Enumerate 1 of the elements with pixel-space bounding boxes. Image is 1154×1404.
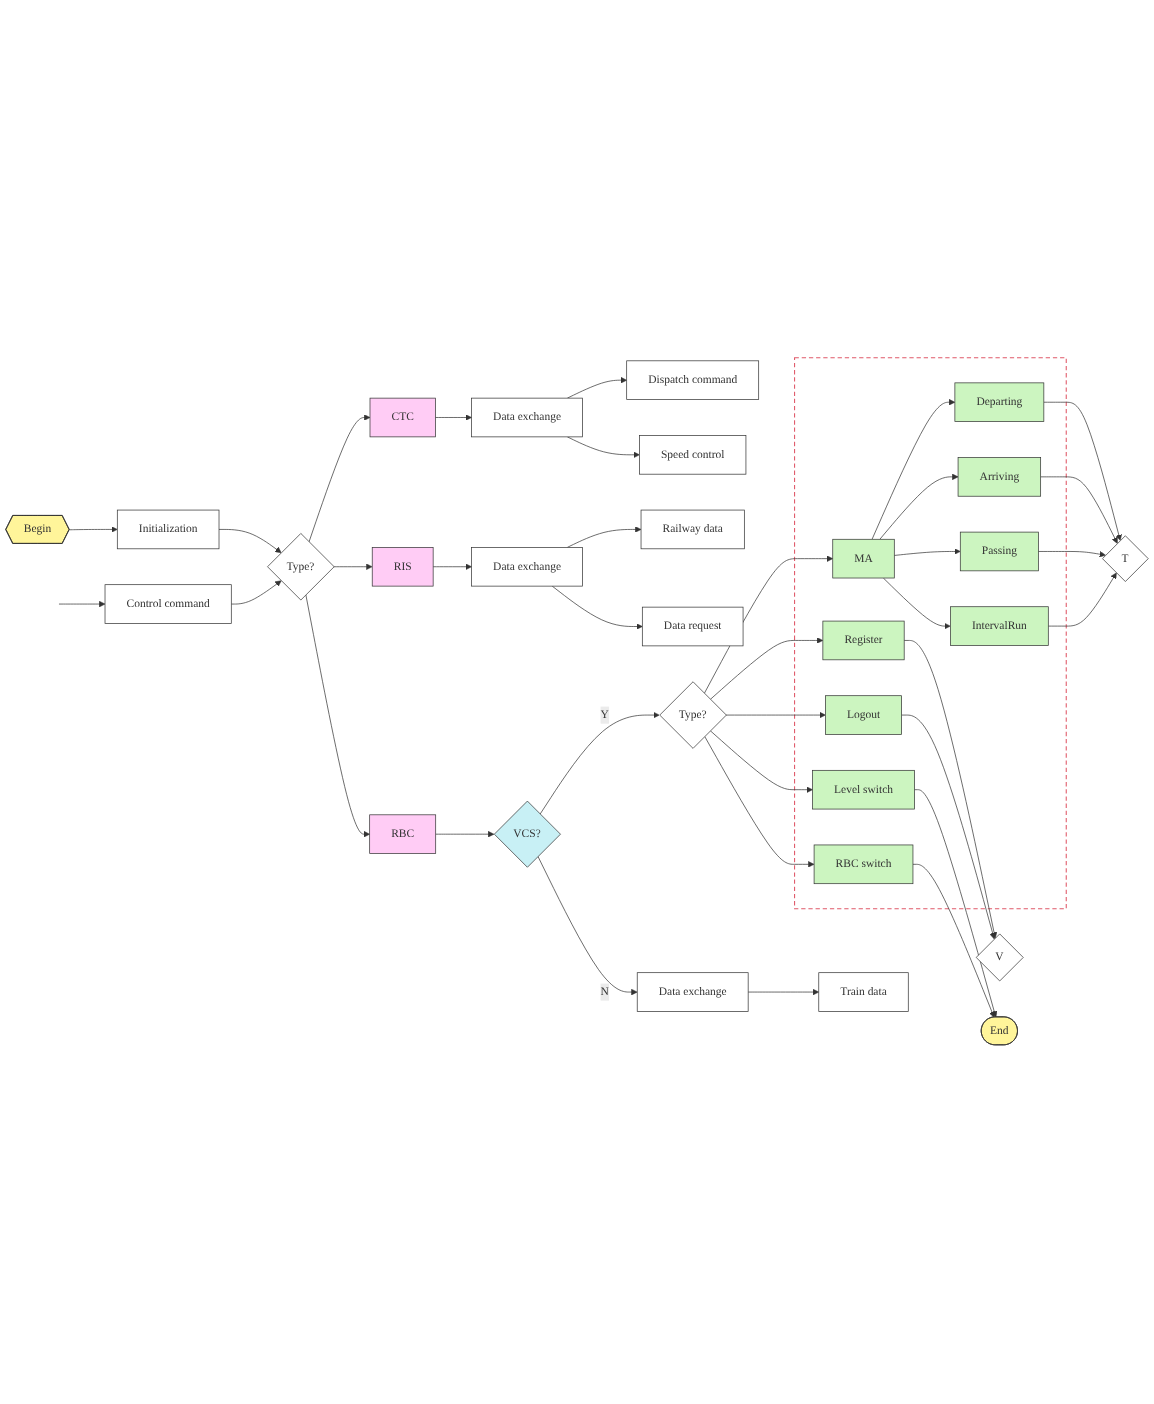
- cluster: [794, 357, 1067, 911]
